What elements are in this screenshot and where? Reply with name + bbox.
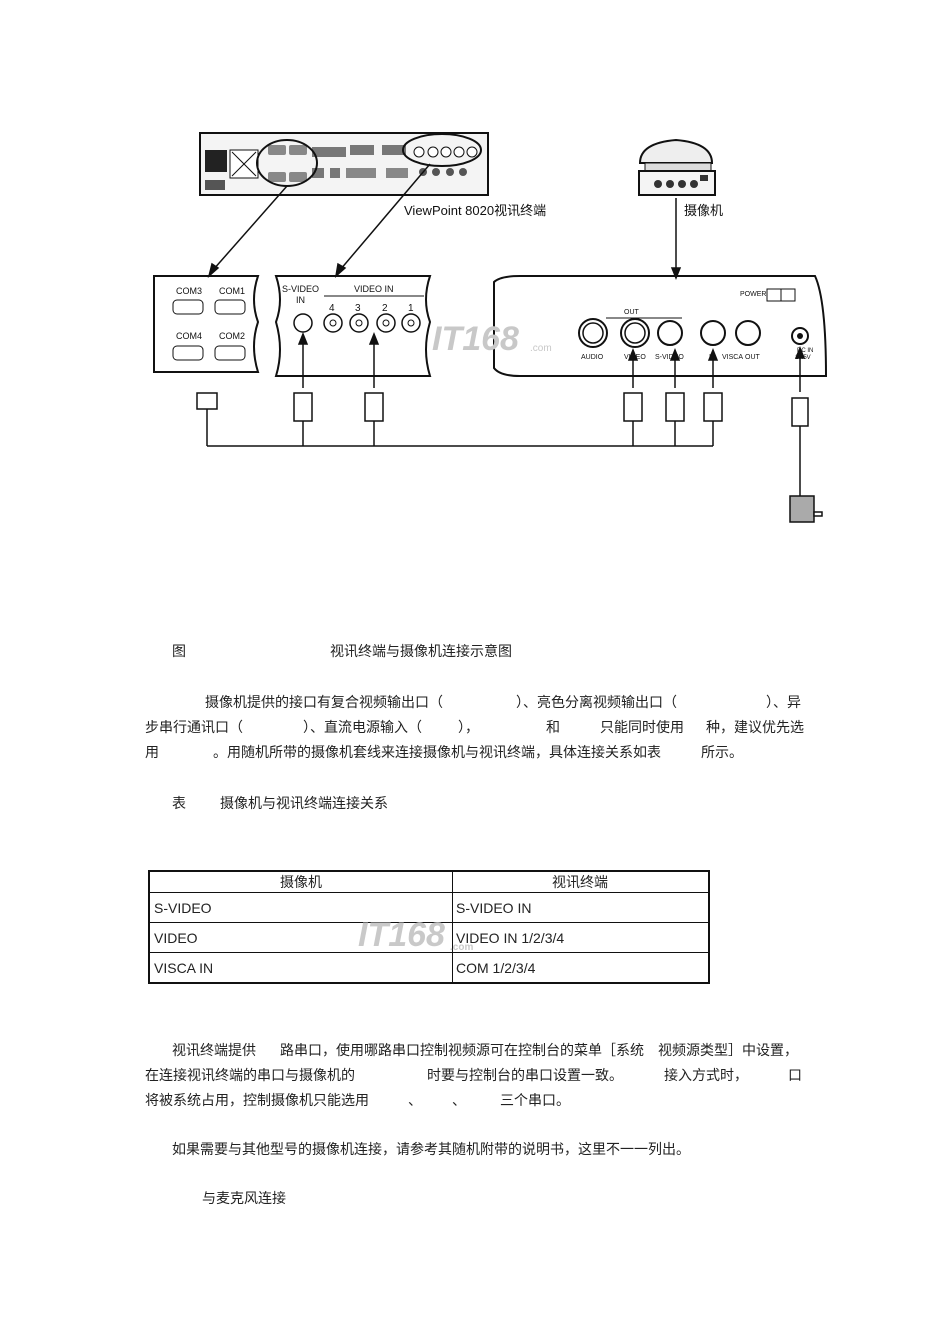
watermark-suffix: .com — [530, 343, 552, 354]
table-row: VIDEO VIDEO IN 1/2/3/4 — [150, 922, 708, 953]
table-cell: COM 1/2/3/4 — [456, 960, 536, 976]
com-port-label: COM3 — [176, 286, 202, 296]
out-label: OUT — [624, 309, 640, 316]
watermark: IT168 — [432, 320, 519, 358]
text-segment: 和 — [546, 720, 560, 736]
terminal-rear-panel — [199, 132, 489, 196]
text-segment: ）、异 — [766, 695, 801, 711]
svideo-out-label: S-VIDEO — [655, 354, 684, 361]
text-segment: 所示。 — [701, 745, 743, 761]
power-label: POWER — [740, 291, 766, 298]
text-segment: 路串口，使用哪路串口控制视频源可在控制台的菜单［系统 — [280, 1043, 644, 1059]
table-header-row: 摄像机 视讯终端 — [150, 872, 708, 892]
svideo-label: S-VIDEO — [282, 284, 319, 294]
text-segment: ）、亮色分离视频输出口（ — [516, 695, 677, 711]
section-heading: 与麦克风连接 — [202, 1191, 286, 1207]
table-cell: VISCA IN — [154, 960, 214, 976]
text-segment: 步串行通讯口（ — [145, 720, 243, 736]
text-segment: 只能同时使用 — [600, 720, 684, 736]
paragraph-other-cameras: 如果需要与其他型号的摄像机连接，请参考其随机附带的说明书，这里不一一列出。 — [172, 1142, 690, 1158]
com-port-label: COM2 — [219, 331, 245, 341]
table-header: 视讯终端 — [552, 874, 608, 890]
connection-table: 摄像机 视讯终端 S-VIDEO S-VIDEO IN VIDEO VIDEO … — [148, 870, 710, 984]
text-segment: 将被系统占用，控制摄像机只能选用 — [145, 1093, 369, 1109]
text-segment: 用 — [145, 745, 159, 761]
text-segment: 、 — [452, 1093, 466, 1109]
dc-in-label: DC IN — [797, 348, 813, 354]
visca-label: VISCA — [722, 354, 743, 361]
figure-caption-prefix: 图 — [172, 644, 186, 660]
cable-harness — [206, 409, 801, 496]
table-cell: S-VIDEO — [154, 900, 212, 916]
table-cell: VIDEO — [154, 930, 198, 946]
text-segment: 三个串口。 — [500, 1093, 570, 1109]
text-segment: ）， — [458, 720, 479, 736]
video-in-number: 2 — [382, 303, 388, 314]
table-caption-prefix: 表 — [172, 796, 186, 812]
audio-label: AUDIO — [581, 354, 604, 361]
figure-caption: 视讯终端与摄像机连接示意图 — [330, 644, 512, 660]
svideo-label-in: IN — [296, 295, 305, 305]
visca-out-label: OUT — [745, 354, 761, 361]
table-header: 摄像机 — [280, 874, 322, 890]
text-segment: 种，建议优先选 — [706, 720, 804, 736]
table-row: VISCA IN COM 1/2/3/4 — [150, 952, 708, 983]
cable-plugs — [196, 392, 823, 523]
com-port-label: COM4 — [176, 331, 202, 341]
video-in-panel — [274, 275, 432, 377]
text-segment: ）、直流电源输入（ — [303, 720, 422, 736]
terminal-label: ViewPoint 8020视讯终端 — [404, 203, 546, 218]
table-watermark: IT168 — [358, 916, 445, 954]
table-caption: 摄像机与视讯终端连接关系 — [220, 796, 388, 812]
connection-arrows — [207, 163, 806, 392]
text-segment: 、 — [408, 1093, 422, 1109]
table-watermark-suffix: .com — [450, 942, 474, 953]
text-segment: 视频源类型］中设置， — [658, 1043, 798, 1059]
video-in-number: 4 — [329, 303, 335, 314]
text-segment: 时要与控制台的串口设置一致。 — [427, 1068, 623, 1084]
text-segment: 视讯终端提供 — [172, 1043, 256, 1059]
text-segment: 摄像机提供的接口有复合视频输出口（ — [205, 695, 443, 711]
camera-rear-panel — [493, 275, 828, 377]
text-segment: 在连接视讯终端的串口与摄像机的 — [145, 1068, 355, 1084]
table-cell: VIDEO IN 1/2/3/4 — [456, 930, 565, 946]
text-segment: 口 — [788, 1068, 802, 1084]
video-in-number: 3 — [355, 303, 361, 314]
text-segment: 。用随机所带的摄像机套线来连接摄像机与视讯终端，具体连接关系如表 — [213, 745, 661, 761]
table-cell: S-VIDEO IN — [456, 900, 532, 916]
camera-label: 摄像机 — [684, 203, 723, 218]
column-divider — [452, 872, 453, 982]
video-in-number: 1 — [408, 303, 414, 314]
text-segment: 接入方式时， — [664, 1068, 748, 1084]
video-in-label: VIDEO IN — [354, 284, 394, 294]
com-port-label: COM1 — [219, 286, 245, 296]
connection-diagram: ViewPoint 8020视讯终端 摄像机 COM3 COM1 COM4 CO… — [153, 132, 828, 523]
table-row: S-VIDEO S-VIDEO IN — [150, 892, 708, 923]
com-panel — [153, 275, 260, 373]
camera-device — [638, 138, 716, 196]
